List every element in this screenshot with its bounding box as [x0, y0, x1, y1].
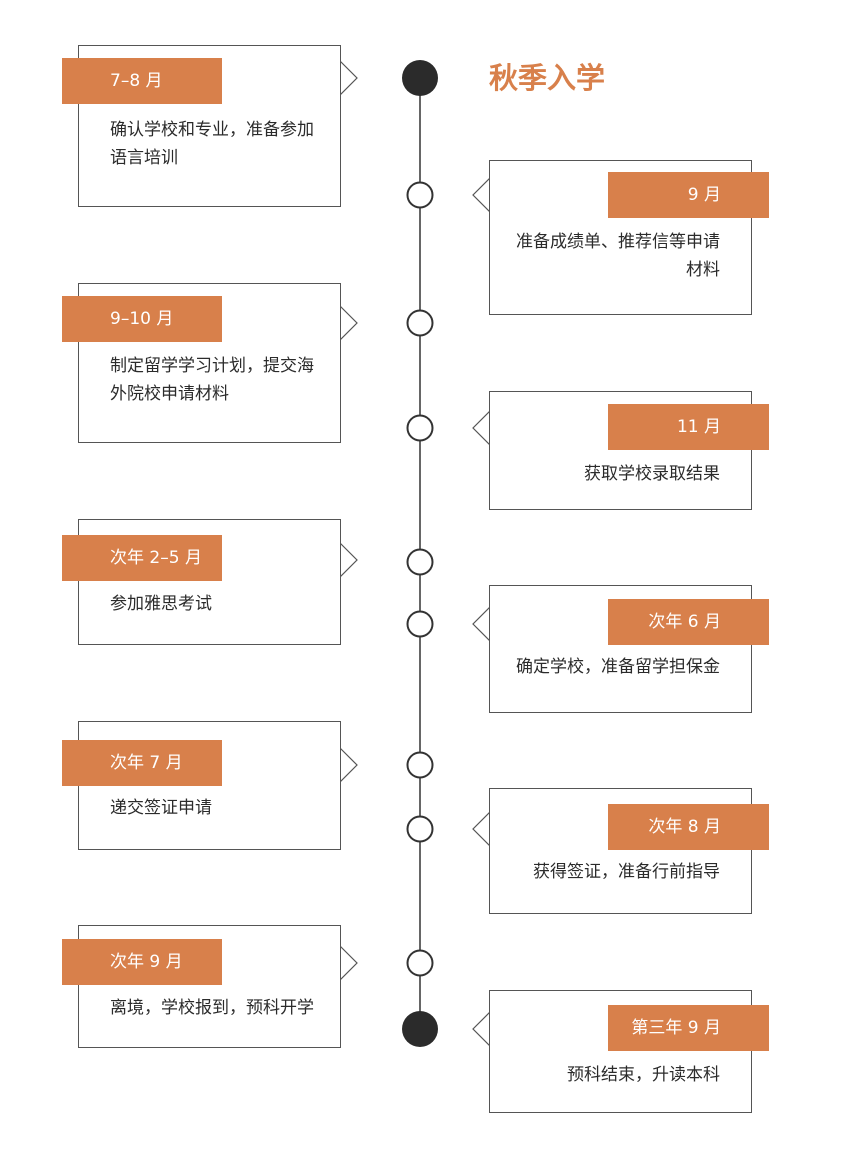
- timeline-title: 秋季入学: [489, 61, 606, 95]
- event-text-4: 获取学校录取结果: [584, 464, 720, 484]
- event-date-5: 次年 2–5 月: [62, 535, 222, 581]
- event-date-1: 7–8 月: [62, 58, 222, 104]
- event-date-6: 次年 6 月: [608, 599, 769, 645]
- timeline-node-8: [406, 815, 434, 843]
- timeline-node-9: [406, 949, 434, 977]
- timeline-node-4: [406, 414, 434, 442]
- event-text-8: 获得签证，准备行前指导: [533, 862, 720, 882]
- event-date-10: 第三年 9 月: [608, 1005, 769, 1051]
- timeline-node-6: [406, 610, 434, 638]
- event-date-3: 9–10 月: [62, 296, 222, 342]
- event-text-7: 递交签证申请: [110, 798, 212, 818]
- timeline-node-1: [402, 60, 438, 96]
- timeline-node-3: [406, 309, 434, 337]
- timeline-node-7: [406, 751, 434, 779]
- event-text-10: 预科结束，升读本科: [567, 1065, 720, 1085]
- event-date-9: 次年 9 月: [62, 939, 222, 985]
- event-date-4: 11 月: [608, 404, 769, 450]
- event-text-1: 确认学校和专业，准备参加语言培训: [110, 120, 314, 168]
- event-date-7: 次年 7 月: [62, 740, 222, 786]
- timeline-node-5: [406, 548, 434, 576]
- timeline-node-2: [406, 181, 434, 209]
- event-date-8: 次年 8 月: [608, 804, 769, 850]
- event-text-5: 参加雅思考试: [110, 594, 212, 614]
- event-text-9: 离境，学校报到，预科开学: [110, 998, 314, 1018]
- timeline-node-10: [402, 1011, 438, 1047]
- event-text-2: 准备成绩单、推荐信等申请材料: [516, 232, 720, 280]
- event-text-6: 确定学校，准备留学担保金: [516, 657, 720, 677]
- event-text-3: 制定留学学习计划，提交海外院校申请材料: [110, 356, 314, 404]
- event-date-2: 9 月: [608, 172, 769, 218]
